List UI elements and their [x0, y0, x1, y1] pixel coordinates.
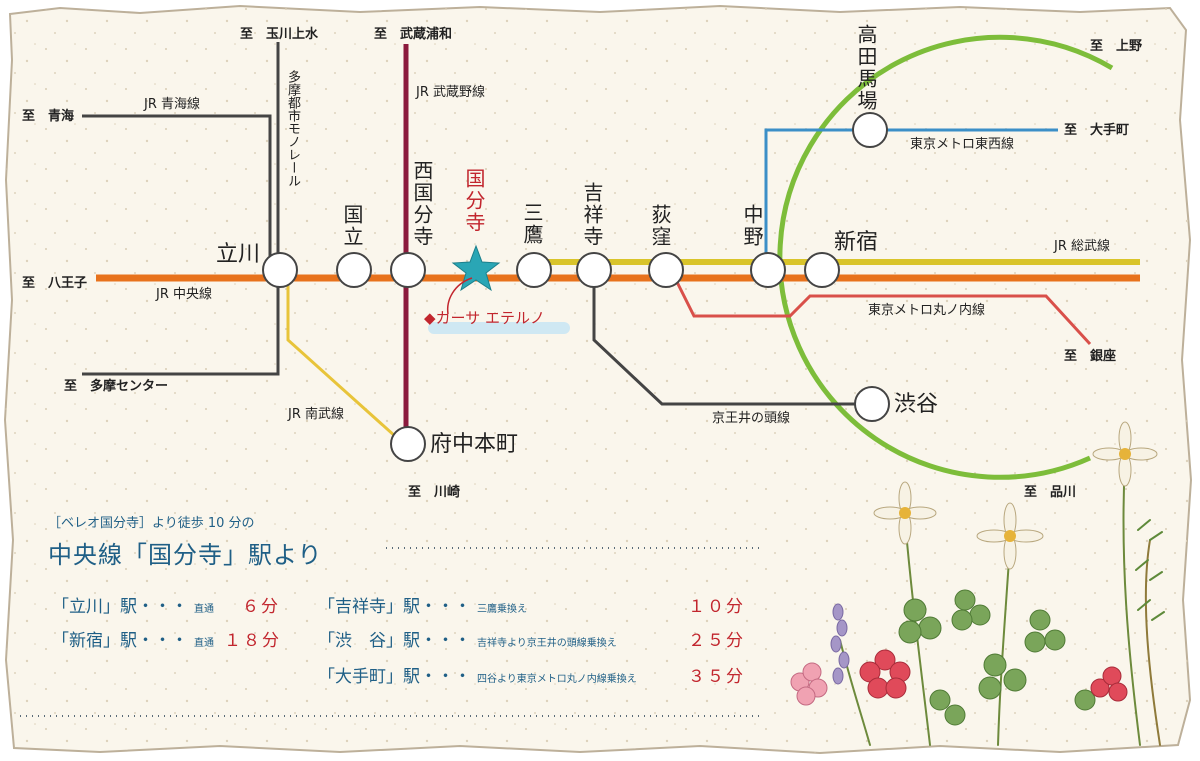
station-circle-takadanobaba [852, 112, 888, 148]
station-circle-nakano [750, 252, 786, 288]
station-kokubunji: 国分寺 [462, 168, 486, 234]
station-nishi-kokubunji: 西国分寺 [410, 160, 434, 248]
monorail-line [82, 42, 280, 376]
station-nakano: 中野 [740, 204, 764, 248]
line-label-sobu: JR 総武線 [1054, 239, 1110, 254]
time-kichijoji: １０分 [688, 597, 745, 617]
tozai-line [764, 128, 1058, 266]
casa-eterno-marker: ◆カーサ エテルノ [424, 309, 546, 327]
station-circle-ogikubo [648, 252, 684, 288]
flowers-decoration [790, 421, 1165, 746]
station-tachikawa: 立川 [216, 242, 261, 267]
yamanote-line [777, 34, 1114, 480]
dest-tama-center: 至 多摩センター [64, 379, 169, 394]
station-takadanobaba: 高田馬場 [854, 24, 878, 112]
marker-pointer [446, 277, 473, 315]
dest-shinagawa: 至 品川 [1024, 485, 1077, 500]
station-mitaka: 三鷹 [520, 202, 544, 246]
station-shinjuku: 新宿 [834, 230, 879, 255]
line-label-nambu: JR 南武線 [288, 407, 344, 422]
station-circle-shibuya [854, 386, 890, 422]
list-item-kichijoji: 「吉祥寺」駅・・・三鷹乗換え [318, 597, 527, 617]
dest-kawasaki: 至 川崎 [408, 485, 461, 500]
station-kichijoji: 吉祥寺 [580, 182, 604, 248]
line-label-chuo: JR 中央線 [156, 287, 212, 302]
line-label-monorail: 多摩都市モノレール [285, 70, 300, 187]
dest-tamagawa-jousui: 至 玉川上水 [240, 27, 319, 42]
line-label-inokashira: 京王井の頭線 [712, 411, 791, 426]
info-title: 中央線「国分寺」駅より [48, 541, 323, 569]
station-circle-tachikawa [262, 252, 298, 288]
marunouchi-line [674, 279, 1092, 346]
station-circle-shinjuku [804, 252, 840, 288]
time-shibuya: ２５分 [688, 631, 745, 651]
dest-musashi-urawa: 至 武蔵浦和 [374, 27, 453, 42]
nambu-line [286, 278, 408, 448]
info-subtitle: ［ベレオ国分寺］より徒歩 10 分の [48, 516, 255, 531]
kokubunji-star-icon [451, 244, 501, 292]
station-circle-mitaka [516, 252, 552, 288]
station-shibuya: 渋谷 [894, 392, 939, 417]
dest-ueno: 至 上野 [1090, 39, 1143, 54]
station-fuchu-honmachi: 府中本町 [430, 432, 519, 457]
dest-ome: 至 青海 [22, 109, 75, 124]
dest-hachioji: 至 八王子 [22, 276, 88, 291]
station-ogikubo: 荻窪 [648, 204, 672, 248]
ome-line [82, 114, 272, 270]
list-item-shibuya: 「渋 谷」駅・・・吉祥寺より京王井の頭線乗換え [318, 631, 617, 651]
line-label-ome: JR 青海線 [144, 97, 200, 112]
dest-ginza: 至 銀座 [1064, 349, 1117, 364]
time-otemachi: ３５分 [688, 667, 745, 687]
dest-otemachi: 至 大手町 [1064, 123, 1130, 138]
marker-highlight [428, 322, 570, 334]
station-circle-nishi-kokubunji [390, 252, 426, 288]
line-label-marunouchi: 東京メトロ丸ノ内線 [868, 303, 986, 318]
line-label-musashino: JR 武蔵野線 [416, 85, 485, 100]
inokashira-line [592, 280, 856, 406]
station-circle-kunitachi [336, 252, 372, 288]
station-circle-fuchu-honmachi [390, 426, 426, 462]
station-circle-kichijoji [576, 252, 612, 288]
list-item-otemachi: 「大手町」駅・・・四谷より東京メトロ丸ノ内線乗換え [318, 667, 637, 687]
station-kunitachi: 国立 [340, 204, 364, 248]
line-label-tozai: 東京メトロ東西線 [910, 137, 1015, 152]
